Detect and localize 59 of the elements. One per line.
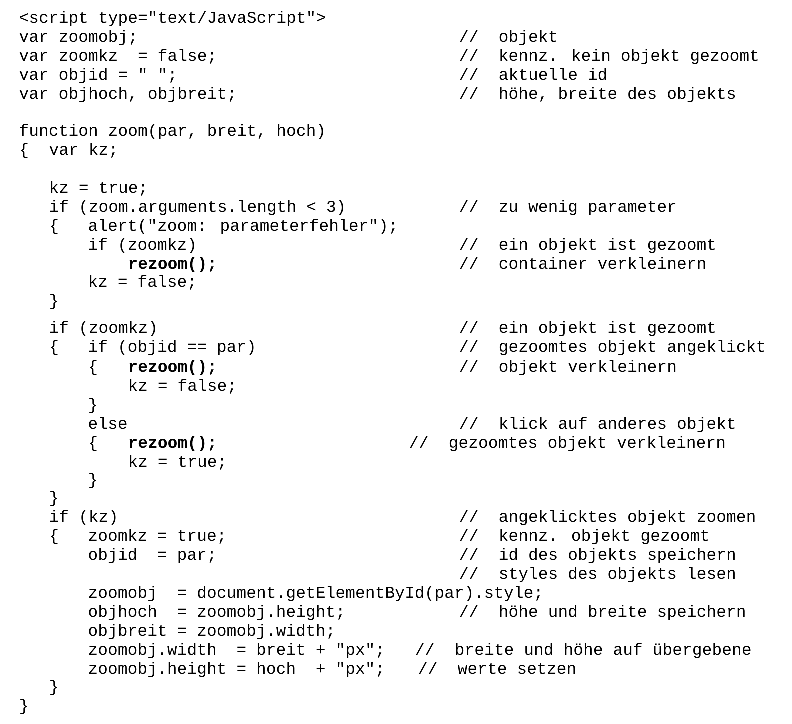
code-line: zoomobj.height = hoch + "px";: [89, 662, 382, 678]
code-brace: }: [50, 491, 58, 506]
code-line: if (zoomkz): [89, 238, 194, 254]
code-line: zoomobj = document.getElementById(par).style;: [89, 586, 540, 602]
code-comment: // angeklicktes objekt zoomen: [460, 510, 755, 526]
code-line: rezoom();: [130, 257, 214, 272]
code-comment: // zu wenig parameter: [460, 200, 676, 216]
code-comment: // ein objekt ist gezoomt: [460, 321, 715, 336]
code-line: if (zoom.arguments.length < 3): [50, 200, 344, 216]
code-comment: // gezoomtes objekt angeklickt: [460, 340, 764, 356]
code-comment: // objekt verkleinern: [460, 360, 676, 376]
code-line: else: [89, 417, 127, 430]
code-comment: // styles des objekts lesen: [460, 567, 735, 582]
code-brace: }: [90, 398, 96, 414]
code-brace: }: [20, 699, 28, 714]
code-comment: // id des objekts speichern: [460, 548, 735, 564]
code-line: kz = true;: [130, 455, 224, 470]
code-comment: // klick auf anderes objekt: [460, 417, 735, 432]
code-line: <script type="text/JavaScript">: [20, 11, 326, 26]
code-line: if (objid == par): [89, 340, 254, 356]
code-line: var objid = " ";: [20, 68, 174, 84]
code-line: var objhoch, objbreit;: [20, 87, 234, 102]
code-comment: // höhe, breite des objekts: [460, 87, 736, 102]
code-line: zoomobj.width = breit + "px";: [89, 643, 382, 658]
code-line: kz = true;: [51, 181, 145, 196]
code-line: objhoch = zoomobj.height;: [89, 605, 342, 620]
code-line: kz = false;: [90, 275, 194, 290]
code-line: var zoomobj;: [20, 30, 134, 46]
code-brace: {: [90, 436, 97, 452]
code-brace: {: [51, 529, 58, 544]
code-line: if (zoomkz): [50, 321, 156, 336]
code-comment: // container verkleinern: [460, 257, 706, 270]
code-line: alert("zoom: parameterfehler");: [89, 219, 395, 234]
code-line: objid = par;: [89, 548, 214, 564]
code-comment: // höhe und breite speichern: [460, 605, 745, 620]
code-line: var kz;: [50, 143, 115, 158]
code-brace: }: [50, 680, 58, 696]
code-comment: // gezoomtes objekt verkleinern: [410, 436, 725, 452]
code-comment: // ein objekt ist gezoomt: [460, 238, 715, 254]
code-comment: // kennz. objekt gezoomt: [460, 529, 708, 544]
code-line: if (kz): [50, 510, 116, 526]
code-line: function zoom(par, breit, hoch): [20, 124, 324, 140]
code-line: rezoom();: [130, 360, 214, 376]
code-comment: // kennz. kein objekt gezoomt: [460, 49, 758, 64]
code-brace: }: [90, 473, 96, 488]
code-brace: {: [51, 340, 58, 356]
code-brace: {: [51, 219, 58, 234]
code-comment: // werte setzen: [419, 662, 576, 674]
code-brace: }: [50, 294, 58, 310]
code-line: zoomkz = true;: [89, 529, 224, 544]
code-brace: {: [21, 143, 28, 158]
code-comment: // objekt: [460, 30, 556, 46]
code-line: rezoom();: [130, 436, 214, 452]
code-brace: {: [90, 360, 97, 376]
code-line: kz = false;: [130, 379, 234, 394]
code-comment: // aktuelle id: [460, 68, 606, 80]
code-line: objbreit = zoomobj.width;: [89, 624, 332, 640]
code-line: var zoomkz = false;: [20, 49, 214, 64]
code-comment: // breite und höhe auf übergebene: [416, 643, 751, 658]
